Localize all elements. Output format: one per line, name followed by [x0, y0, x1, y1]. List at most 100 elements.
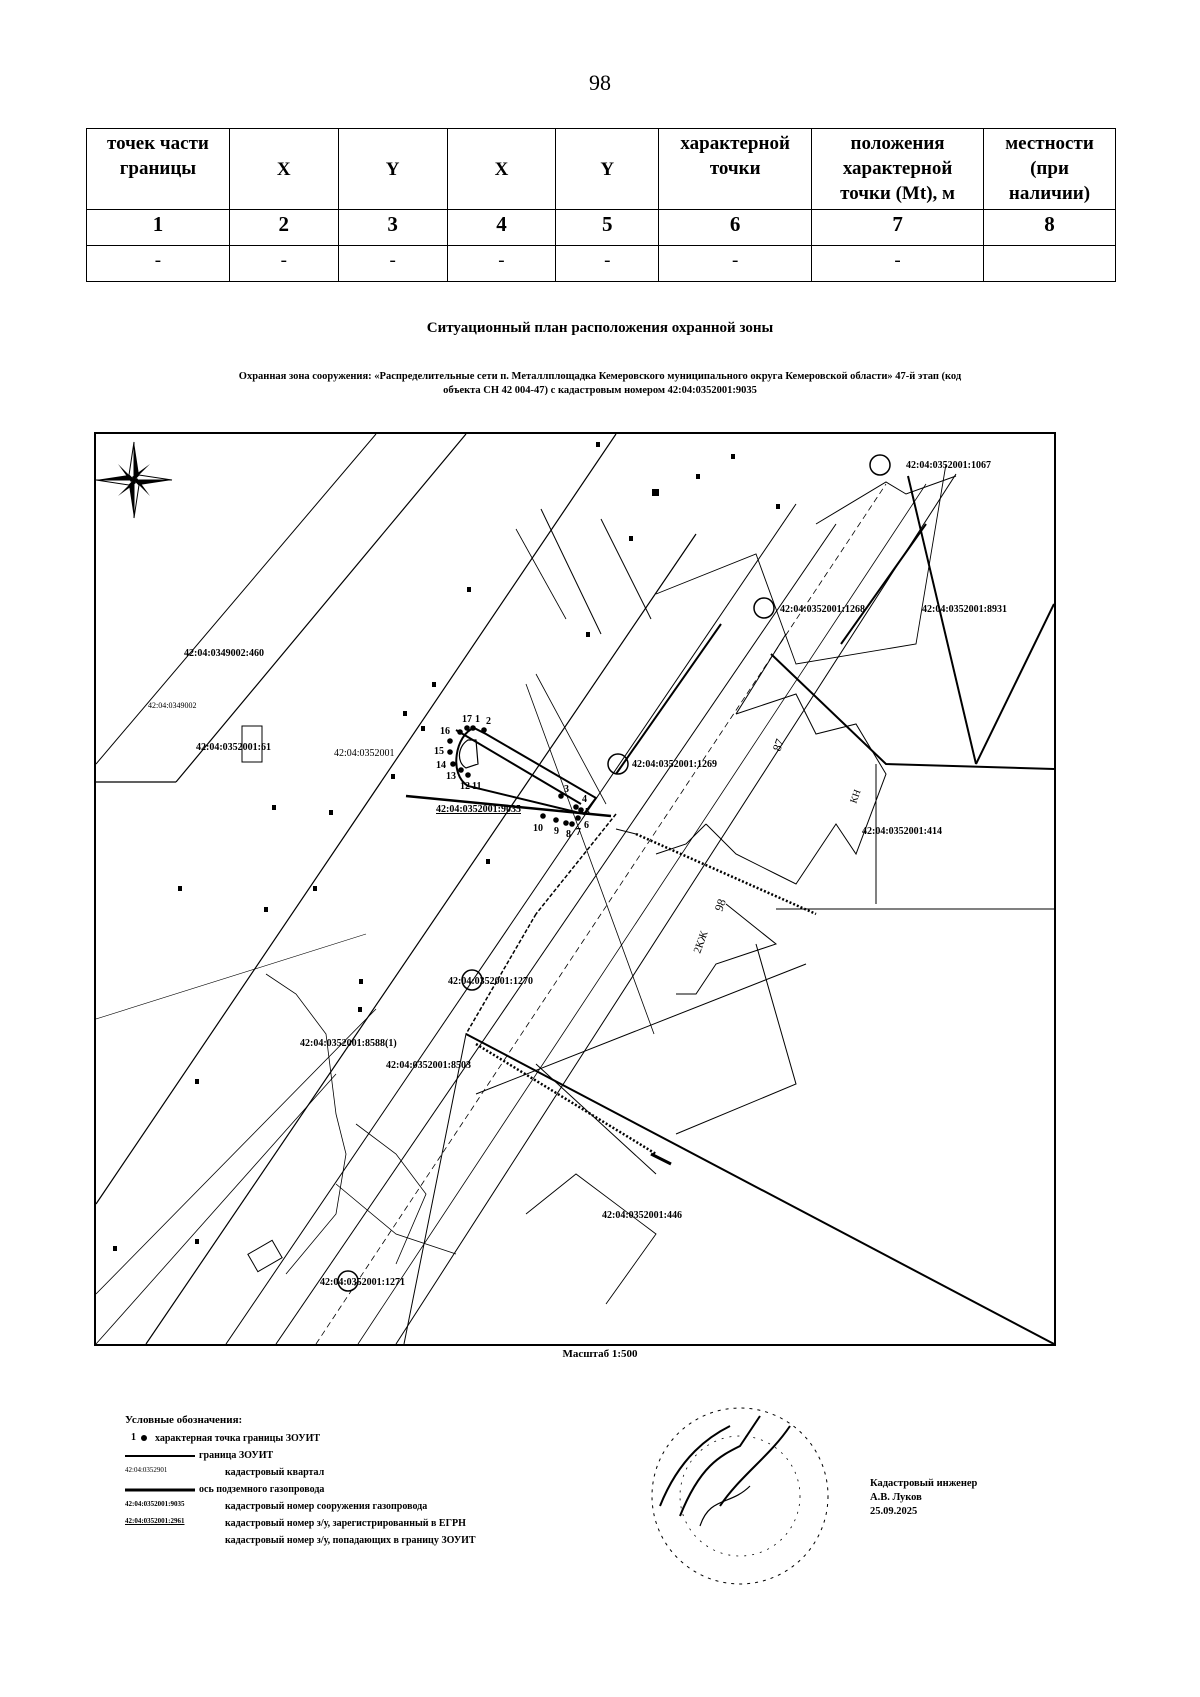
table-cell: 7	[811, 209, 985, 246]
legend-parcel-sample: 42:04:0352001:2961	[125, 1517, 185, 1525]
road-lines	[96, 434, 957, 1344]
plan-subtitle-line: объекта СН 42 004-47) с кадастровым номе…	[443, 385, 757, 396]
point-number: 14	[436, 760, 446, 771]
table-header-cell: X	[446, 128, 557, 210]
table-header-cell: характерной точки	[658, 128, 813, 210]
legend-label: кадастровый номер сооружения газопровода	[225, 1501, 428, 1512]
table-cell: -	[228, 245, 339, 282]
legend-item: граница ЗОУИТ	[125, 1449, 645, 1466]
point-number-labels: 1 2 3 4 5 6 7 8 9 10 11 12 13 14 15 16 1…	[434, 714, 590, 840]
table-row: - - - - - - -	[86, 245, 1116, 282]
legend-item: 1 характерная точка границы ЗОУИТ	[125, 1432, 645, 1449]
legend-label: граница ЗОУИТ	[199, 1450, 274, 1461]
point-number: 10	[533, 823, 543, 834]
parcel-label: 42:04:0352001:1270	[448, 976, 533, 987]
point-number: 17	[462, 714, 472, 725]
parcel-label: 42:04:0352001:446	[602, 1210, 682, 1221]
map-annotation: 87	[770, 737, 787, 753]
table-header-row: точек части границы X Y X Y характерной …	[86, 128, 1116, 210]
point-number: 1	[475, 714, 480, 725]
legend-item: 42:04:0352901 кадастровый квартал	[125, 1466, 645, 1483]
table-cell: 4	[446, 209, 557, 246]
parcel-circle-markers	[337, 454, 891, 1292]
point-number: 8	[566, 829, 571, 840]
vegetation-marks	[113, 442, 780, 1251]
table-cell: -	[658, 245, 813, 282]
map-labels: 42:04:0352001:1067 42:04:0352001:1268 42…	[148, 460, 1007, 1288]
table-header-cell: положения характерной точки (Mt), м	[811, 128, 985, 210]
point-number: 11	[472, 781, 481, 792]
point-number: 6	[584, 820, 589, 831]
legend-item: 42:04:0352001:9035 кадастровый номер соо…	[125, 1500, 645, 1517]
table-header-cell: местности (при наличии)	[983, 128, 1116, 210]
legend-label: характерная точка границы ЗОУИТ	[155, 1433, 321, 1444]
engineer-role: Кадастровый инженер	[870, 1478, 978, 1489]
point-number: 5	[585, 807, 590, 818]
table-cell: -	[555, 245, 660, 282]
engineer-date: 25.09.2025	[870, 1506, 918, 1517]
map-annotation: КН	[848, 788, 863, 805]
table-cell: -	[811, 245, 985, 282]
point-number: 2	[486, 716, 491, 727]
parcel-label: 42:04:0352001:8931	[922, 604, 1007, 615]
parcel-label: 42:04:0352001:1268	[780, 604, 865, 615]
table-cell: 8	[983, 209, 1116, 246]
point-number: 9	[554, 826, 559, 837]
plan-subtitle-line: Охранная зона сооружения: «Распределител…	[238, 371, 962, 382]
point-number: 12	[460, 781, 470, 792]
plan-subtitle: Охранная зона сооружения: «Распределител…	[130, 370, 1070, 398]
legend-label: кадастровый номер з/у, попадающих в гран…	[225, 1535, 476, 1546]
point-number: 7	[576, 827, 581, 838]
legend: Условные обозначения: 1 характерная точк…	[125, 1414, 645, 1551]
table-cell	[983, 245, 1116, 282]
parcel-label: 42:04:0352001:1269	[632, 759, 717, 770]
table-cell: -	[337, 245, 448, 282]
boundary-point-icon: 1	[131, 1432, 149, 1447]
table-header-cell: точек части границы	[86, 128, 230, 210]
table-row: 1 2 3 4 5 6 7 8	[86, 209, 1116, 246]
parcel-label: 42:04:0352001:414	[862, 826, 942, 837]
parcel-label: 42:04:0352001:61	[196, 742, 271, 753]
legend-item: ось подземного газопровода	[125, 1483, 645, 1500]
legend-item: 42:04:0352001:2961 кадастровый номер з/у…	[125, 1517, 645, 1534]
table-header-cell: X	[228, 128, 339, 210]
legend-label: ось подземного газопровода	[199, 1484, 325, 1495]
engineer-signature-block: Кадастровый инженер А.В. Луков 25.09.202…	[870, 1477, 977, 1519]
structure-label: 42:04:0352001:9035	[436, 804, 521, 815]
legend-point-number: 1	[131, 1432, 136, 1443]
table-cell: 6	[658, 209, 813, 246]
boundary-line-icon	[125, 1449, 195, 1464]
table-cell: -	[86, 245, 230, 282]
point-number: 13	[446, 771, 456, 782]
legend-title: Условные обозначения:	[125, 1414, 243, 1426]
situation-map[interactable]: 42:04:0352001:1067 42:04:0352001:1268 42…	[94, 432, 1056, 1346]
legend-item: кадастровый номер з/у, попадающих в гран…	[125, 1534, 645, 1551]
parcel-label: 42:04:0352001:8503	[386, 1060, 471, 1071]
legend-structure-sample: 42:04:0352001:9035	[125, 1500, 185, 1508]
table-header-cell: Y	[555, 128, 660, 210]
signature-stamp-icon	[640, 1396, 840, 1601]
point-number: 15	[434, 746, 444, 757]
compass-rose-icon	[96, 441, 173, 519]
legend-label: кадастровый номер з/у, зарегистрированны…	[225, 1518, 466, 1529]
table-cell: 3	[337, 209, 448, 246]
map-scale: Масштаб 1:500	[562, 1348, 638, 1360]
page-number: 98	[589, 70, 611, 95]
parcel-label: 42:04:0349002:460	[184, 648, 264, 659]
parcel-label: 42:04:0352001:1067	[906, 460, 991, 471]
plan-title: Ситуационный план расположения охранной …	[426, 320, 774, 336]
table-cell: 1	[86, 209, 230, 246]
quarter-label: 42:04:0352001	[334, 748, 395, 759]
map-annotation: 2КЖ	[692, 929, 711, 955]
pipeline-axis-icon	[125, 1483, 195, 1498]
point-number: 3	[564, 784, 569, 795]
boundary-points	[447, 725, 584, 827]
map-annotation: 98	[712, 897, 729, 913]
parcel-boundaries	[96, 463, 1054, 1344]
map-canvas: 42:04:0352001:1067 42:04:0352001:1268 42…	[96, 434, 1054, 1344]
parcel-label: 42:04:0352001:8588(1)	[300, 1038, 397, 1049]
pipeline-axis	[405, 726, 612, 818]
table-header-cell: Y	[337, 128, 448, 210]
legend-quarter-sample: 42:04:0352901	[125, 1466, 168, 1474]
legend-label: кадастровый квартал	[225, 1467, 325, 1478]
